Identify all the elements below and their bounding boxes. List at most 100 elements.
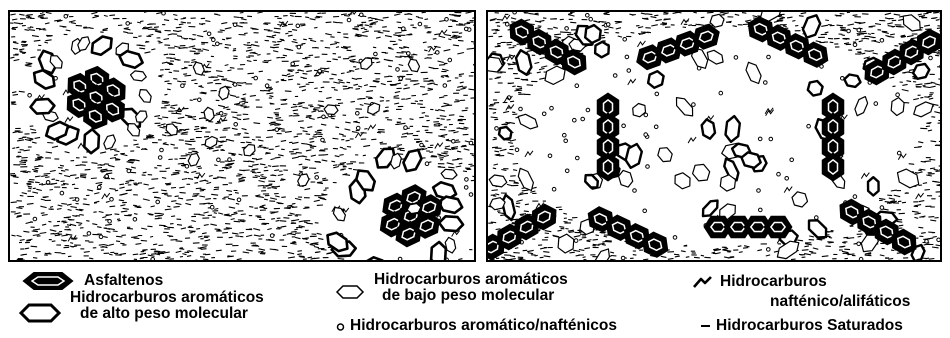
saturated-dash (422, 94, 428, 95)
saturated-dash (363, 155, 366, 156)
saturated-dash (558, 230, 562, 231)
saturated-dash (268, 166, 271, 167)
saturated-dash (570, 22, 576, 23)
saturated-dash (933, 237, 937, 238)
saturated-dash (274, 28, 281, 29)
saturated-dash (231, 219, 235, 220)
saturated-dash (515, 248, 518, 249)
saturated-dash (497, 77, 502, 78)
saturated-dash (294, 113, 299, 114)
saturated-dash (213, 150, 219, 151)
saturated-dash (205, 21, 210, 22)
saturated-dash (299, 257, 305, 258)
saturated-dash (277, 203, 282, 204)
saturated-dash (491, 222, 496, 223)
saturated-dash (335, 156, 340, 157)
saturated-dash (429, 152, 433, 153)
saturated-dash (324, 190, 327, 191)
saturated-dash (41, 175, 47, 176)
saturated-dash (503, 124, 506, 125)
saturated-dash (893, 86, 896, 87)
saturated-dash (106, 173, 112, 174)
saturated-dash (164, 105, 170, 106)
saturated-dash (162, 178, 166, 179)
saturated-dash (579, 250, 584, 251)
saturated-dash (407, 134, 413, 135)
saturated-dash (20, 52, 26, 53)
saturated-dash (151, 49, 155, 50)
saturated-dash (510, 176, 516, 177)
saturated-dash (45, 40, 51, 41)
saturated-dash (330, 44, 337, 45)
saturated-dash (338, 103, 343, 104)
legend-low-mw-aromatics: Hidrocarburos aromáticos de bajo peso mo… (334, 268, 568, 308)
saturated-dash (444, 103, 450, 104)
naphthenic-aliphatic-squiggle (507, 55, 515, 61)
saturated-dash (306, 242, 310, 243)
saturated-dash (444, 155, 449, 156)
saturated-dash (164, 20, 169, 21)
aromatic-naphthenic-dot (880, 206, 884, 210)
saturated-dash (339, 82, 345, 83)
saturated-dash (399, 123, 406, 124)
saturated-dash (66, 30, 71, 31)
aromatic-naphthenic-dot (464, 27, 468, 31)
saturated-dash (32, 142, 37, 143)
saturated-dash (283, 235, 286, 236)
saturated-dash (63, 183, 69, 184)
saturated-dash (293, 104, 297, 105)
saturated-dash (119, 194, 125, 196)
aromatic-naphthenic-dot (655, 92, 659, 96)
saturated-dash (258, 140, 264, 141)
saturated-dash (553, 27, 558, 28)
low-mw-aromatic-icon (334, 268, 366, 308)
saturated-dash (287, 74, 290, 75)
saturated-dash (310, 245, 315, 246)
saturated-dash (494, 137, 497, 138)
saturated-dash (210, 224, 216, 225)
saturated-dash (516, 200, 522, 202)
saturated-dash (316, 134, 323, 135)
saturated-dash (27, 184, 32, 185)
saturated-dash (188, 46, 195, 48)
saturated-dash (556, 207, 562, 208)
saturated-dash (97, 227, 101, 228)
naphthenic-aliphatic-squiggle (102, 193, 110, 199)
saturated-dash (204, 212, 209, 213)
saturated-dash (281, 79, 284, 80)
saturated-dash (149, 215, 153, 216)
saturated-dash (447, 81, 451, 82)
saturated-dash (511, 18, 516, 19)
aromatic-naphthenic-dot (452, 140, 456, 144)
saturated-dash (333, 167, 339, 168)
saturated-dash (167, 206, 170, 207)
saturated-dash (844, 43, 849, 44)
aromatic-naphthenic-dot (515, 148, 519, 152)
saturated-dash (460, 129, 467, 130)
saturated-dash (309, 38, 313, 39)
saturated-dash (47, 143, 53, 144)
saturated-dash (193, 195, 198, 196)
saturated-dash (539, 78, 545, 79)
saturated-dash (61, 204, 67, 205)
saturated-dash (143, 27, 146, 28)
saturated-dash (200, 247, 207, 248)
saturated-dash (23, 172, 28, 173)
saturated-dash (131, 237, 137, 238)
saturated-dash (42, 224, 46, 225)
saturated-dash (297, 254, 302, 255)
saturated-dash (343, 166, 346, 167)
saturated-dash (288, 252, 294, 253)
aromatic-ring (585, 25, 601, 43)
saturated-dash (28, 188, 31, 189)
saturated-dash (308, 257, 313, 258)
saturated-dash (295, 198, 301, 200)
saturated-dash (344, 16, 349, 17)
saturated-dash (869, 51, 874, 52)
saturated-dash (787, 17, 793, 18)
saturated-dash (214, 80, 220, 81)
saturated-dash (274, 44, 280, 45)
saturated-dash (309, 118, 315, 119)
saturated-dash (435, 110, 439, 111)
saturated-dash (291, 106, 298, 107)
